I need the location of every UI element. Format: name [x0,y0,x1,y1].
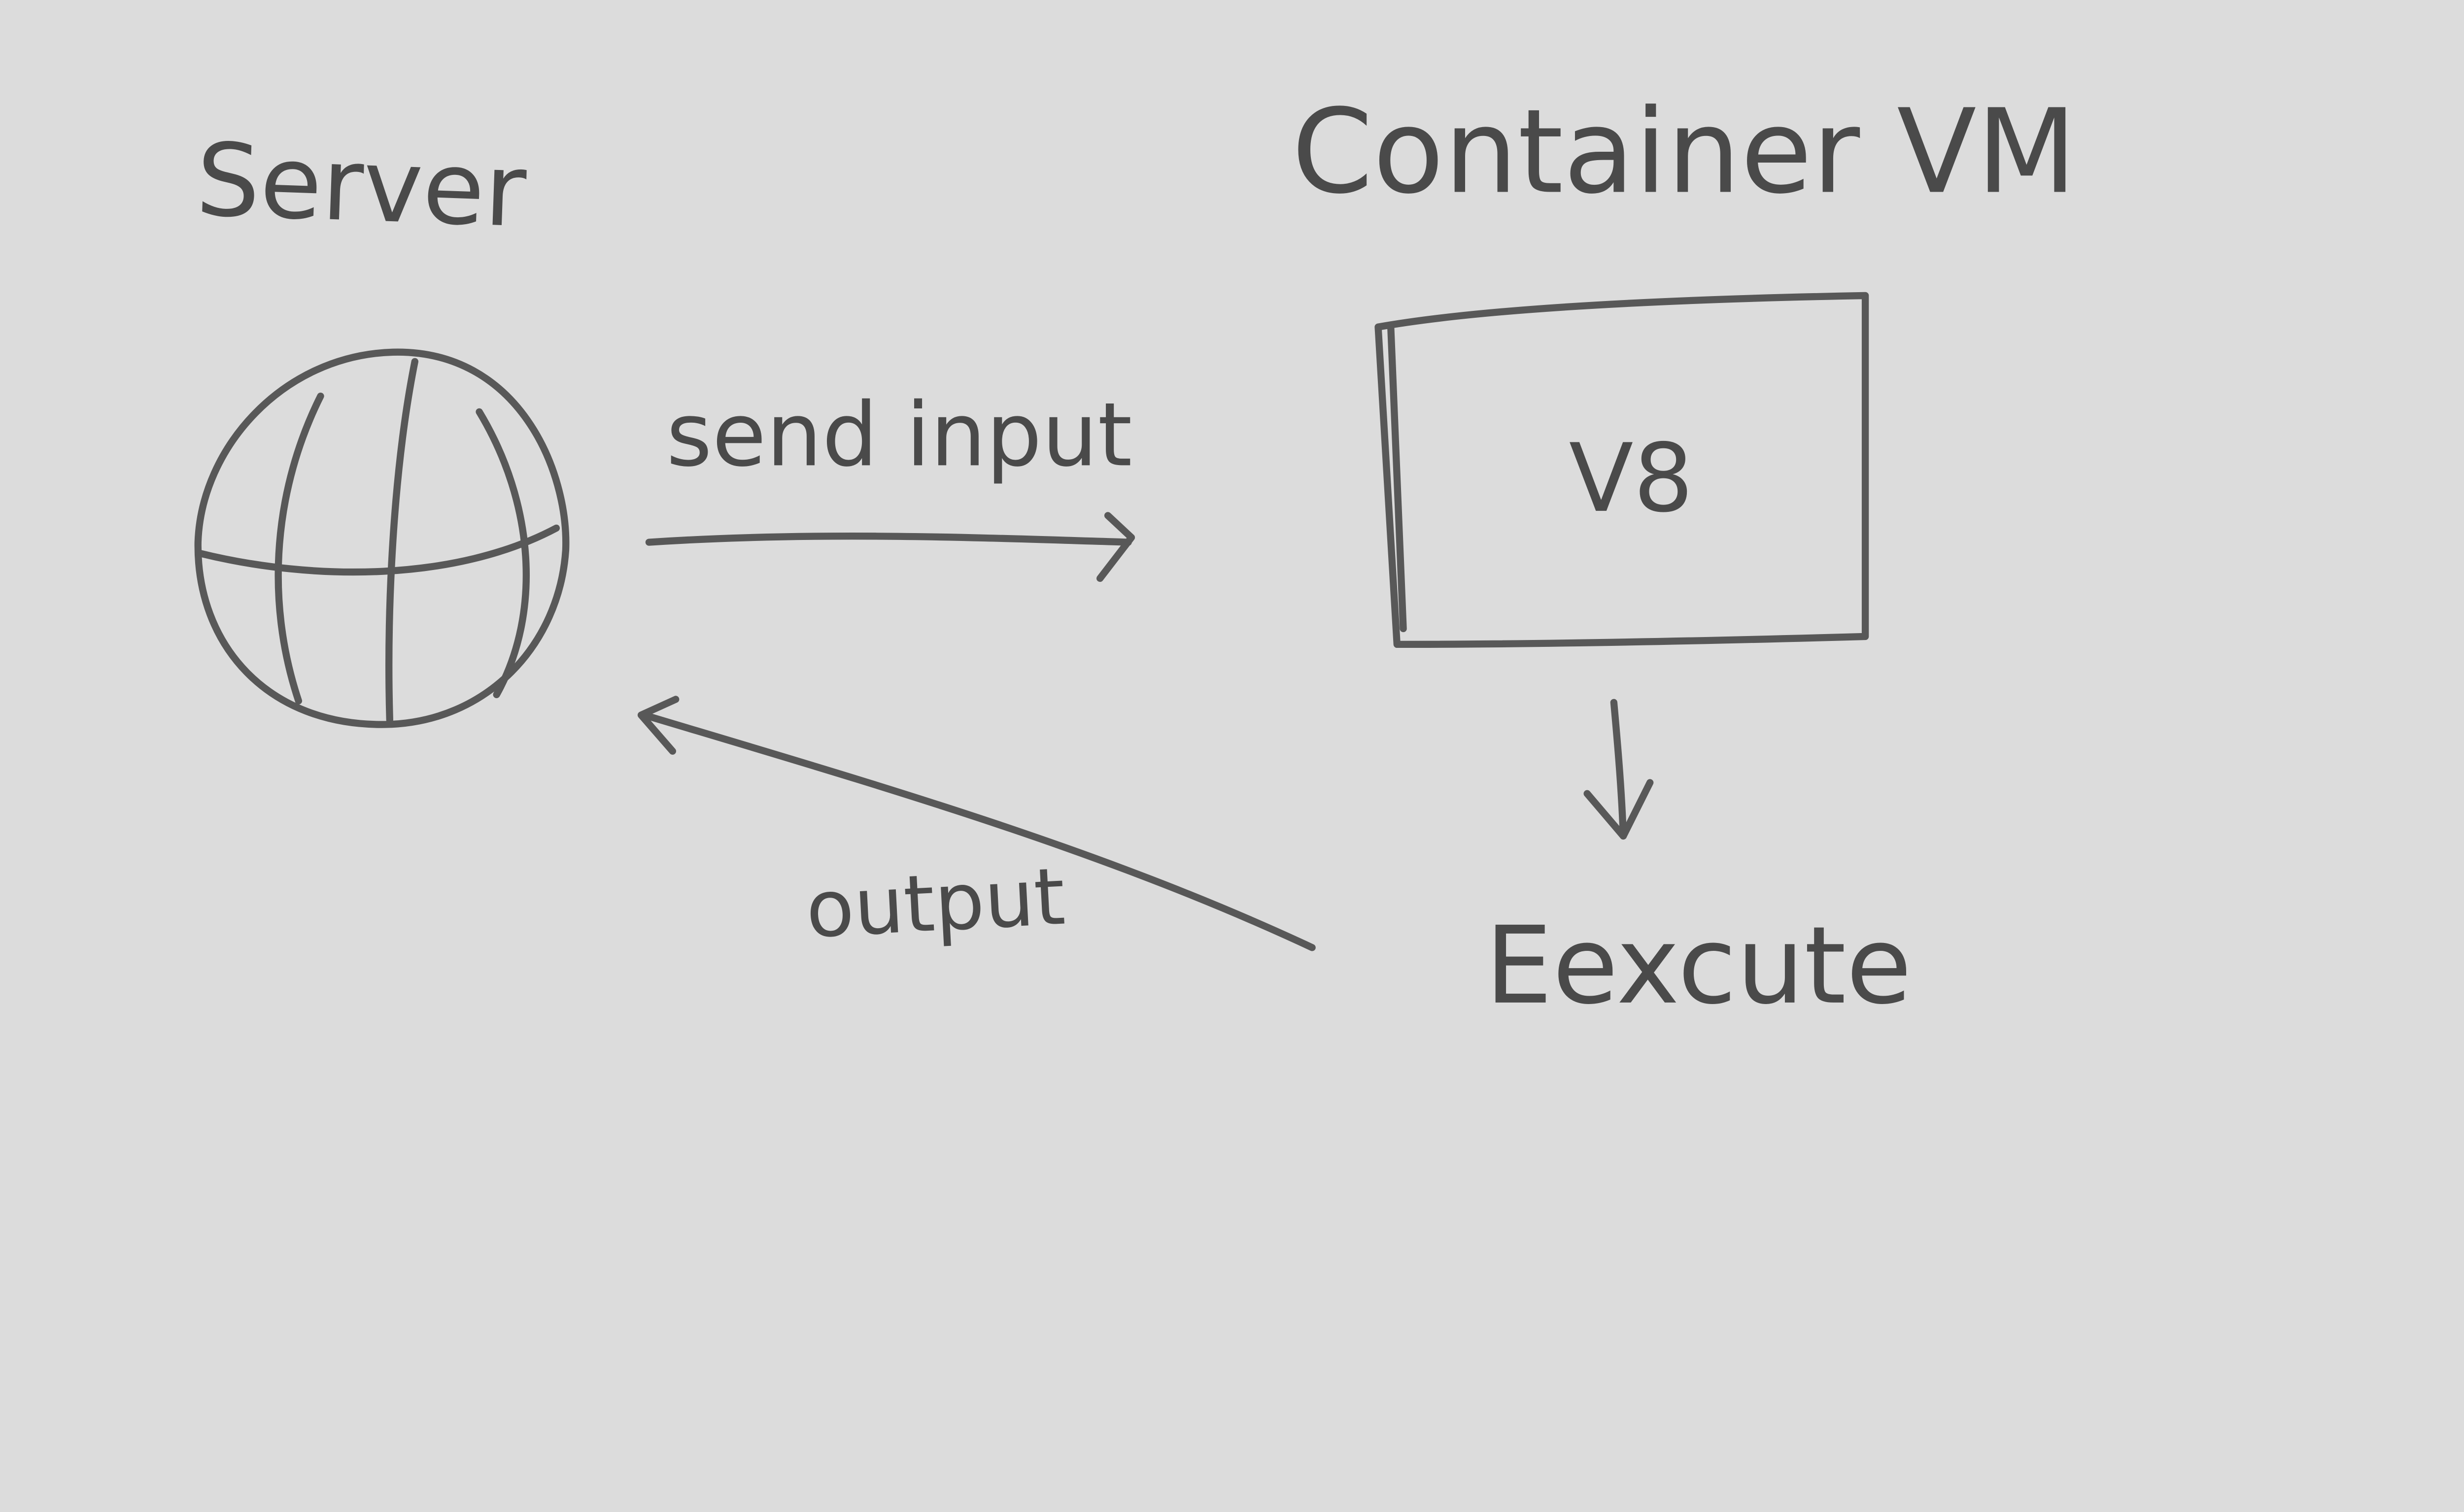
diagram-canvas: Server send input Container VM V8 Eexcut… [0,0,2464,1235]
whiteboard-background [0,0,2464,1235]
v8-box [1374,292,1869,648]
container-vm-label: Container VM [1292,84,2077,220]
execute-label: Eexcute [1485,904,1912,1028]
send-input-arrow [645,512,1135,582]
output-label: output [804,851,1067,956]
send-input-label: send input [666,384,1132,486]
v8-label: V8 [1569,424,1694,534]
output-arrow [637,696,1316,951]
execute-arrow [1583,699,1654,840]
globe-icon [194,348,570,728]
server-label: Server [194,122,528,250]
